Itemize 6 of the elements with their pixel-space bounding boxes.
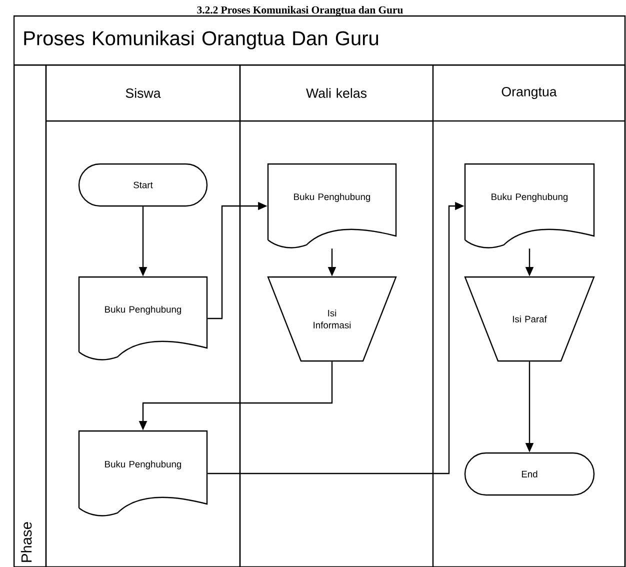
phase-column: Phase bbox=[13, 64, 47, 567]
document-shape: Buku Penghubung bbox=[267, 163, 397, 248]
document-shape: Buku Penghubung bbox=[78, 430, 208, 516]
heading: 3.2.2 Proses Komunikasi Orangtua dan Guru bbox=[197, 6, 403, 16]
document-shape: Buku Penghubung bbox=[464, 163, 595, 248]
document-shape: Buku Penghubung bbox=[78, 276, 208, 360]
